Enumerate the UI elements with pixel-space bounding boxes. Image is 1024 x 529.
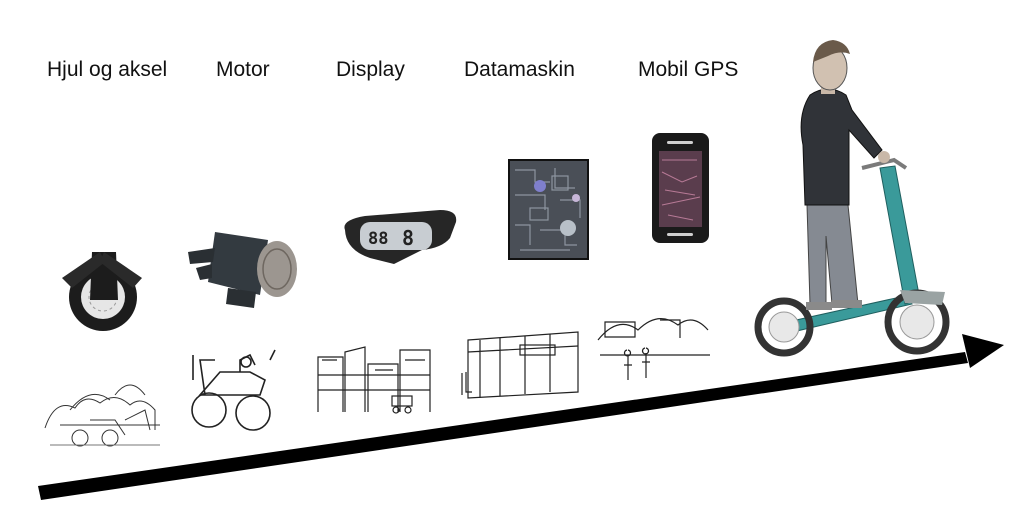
speed-display-icon: 88 8 [344, 210, 457, 264]
stage-label-motor: Motor [216, 58, 270, 81]
electric-motor-icon [188, 232, 297, 308]
wheel-axle-icon [62, 252, 142, 331]
sketch-city-street [317, 346, 431, 414]
stage-label-computer: Datamaskin [464, 58, 575, 81]
stage-label-mobile-gps: Mobil GPS [638, 58, 739, 81]
person-on-electric-scooter [754, 40, 950, 357]
svg-text:8: 8 [402, 226, 414, 250]
svg-text:88: 88 [368, 229, 388, 249]
circuit-board-icon [508, 159, 589, 260]
sketch-early-car [191, 349, 276, 431]
stage-label-wheel-axle: Hjul og aksel [47, 58, 168, 81]
smartphone-gps-icon [652, 133, 709, 243]
stage-label-display: Display [336, 58, 405, 81]
sketch-shop-front [461, 331, 579, 399]
sketch-horse-carriage [44, 384, 160, 447]
sketch-people-street [597, 318, 710, 380]
timeline-arrow [38, 334, 1004, 500]
